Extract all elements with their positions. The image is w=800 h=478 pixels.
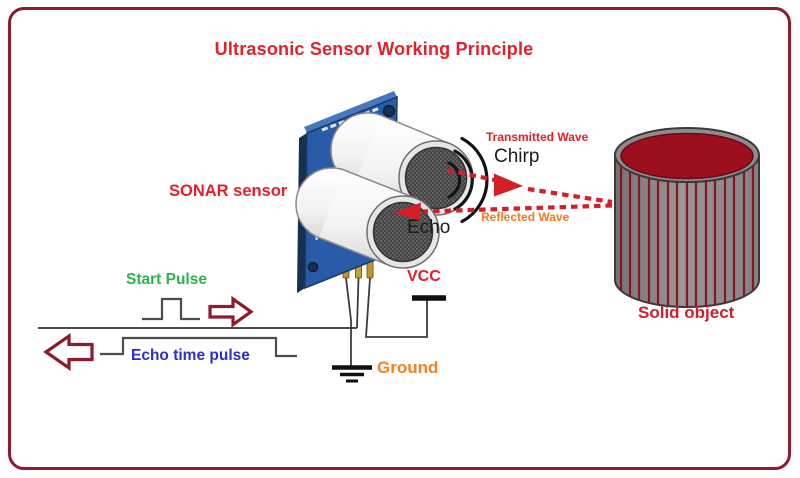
echo-pulse-waveform bbox=[100, 336, 297, 358]
reflected-wave-label: Reflected Wave bbox=[481, 210, 570, 224]
reflected-arrowhead-icon bbox=[394, 202, 421, 221]
transmitted-arrowhead-icon bbox=[494, 173, 523, 197]
vcc-label: VCC bbox=[407, 268, 441, 285]
sonar-sensor-label: SONAR sensor bbox=[169, 182, 288, 200]
echo-label: Echo bbox=[407, 217, 451, 238]
reflected-wave-arrow bbox=[394, 202, 613, 221]
transmitted-wave-arrow bbox=[446, 167, 613, 205]
start-pulse-waveform bbox=[142, 297, 200, 321]
sound-wave-arcs bbox=[447, 136, 489, 224]
ground-label: Ground bbox=[377, 358, 439, 377]
ground-symbol bbox=[332, 365, 372, 383]
pcb-mounting-hole-top bbox=[382, 104, 396, 118]
start-pulse-label: Start Pulse bbox=[126, 271, 207, 288]
pcb-top-edge bbox=[304, 91, 397, 133]
vcc-wire bbox=[365, 277, 428, 338]
signal-wire bbox=[356, 277, 360, 329]
signal-wire-lines bbox=[38, 277, 428, 366]
transmitted-wave-label: Transmitted Wave bbox=[486, 130, 589, 144]
page-title: Ultrasonic Sensor Working Principle bbox=[214, 39, 534, 59]
right-direction-arrow-icon bbox=[208, 295, 254, 328]
ground-wire bbox=[345, 277, 352, 366]
pcb-mounting-hole-bottom bbox=[307, 261, 319, 273]
chirp-label: Chirp bbox=[494, 146, 540, 167]
echo-time-pulse-label: Echo time pulse bbox=[131, 347, 250, 364]
left-direction-arrow-icon bbox=[43, 332, 94, 372]
solid-object-label: Solid object bbox=[638, 303, 735, 322]
solid-object-cylinder bbox=[614, 127, 760, 308]
cylinder-top-face bbox=[620, 132, 754, 180]
